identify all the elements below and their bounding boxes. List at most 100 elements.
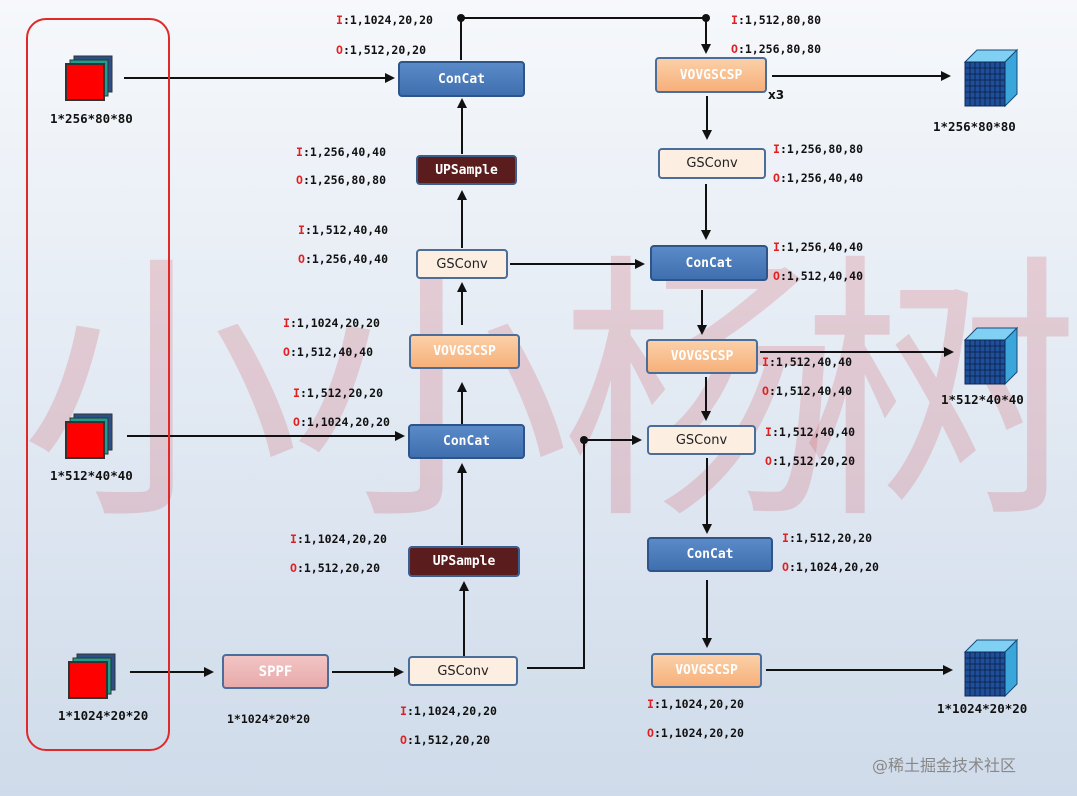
io-output-label: O:1,1024,20,20 (782, 560, 879, 574)
io-shape-value: 1,512,40,40 (775, 355, 853, 369)
io-shape-value: 1,512,40,40 (778, 425, 856, 439)
io-shape-value: 1,512,20,20 (795, 531, 873, 545)
backbone-input-frame (26, 18, 170, 751)
io-input-label: I:1,1024,20,20 (647, 697, 744, 711)
io-shape-value: 1,512,80,80 (744, 13, 822, 27)
io-shape-value: 1,256,80,80 (744, 42, 822, 56)
io-prefix-letter: I (773, 142, 780, 156)
io-input-label: I:1,512,20,20 (782, 531, 873, 545)
io-input-label: I:1,1024,20,20 (400, 704, 497, 718)
io-shape-value: 1,512,40,40 (786, 269, 864, 283)
vovgscsp-node-right-mid[interactable]: VOVGSCSP (646, 339, 758, 374)
io-output-label: O:1,512,20,20 (765, 454, 856, 468)
io-output-label: O:1,512,20,20 (290, 561, 381, 575)
io-prefix-letter: O (731, 42, 738, 56)
io-input-label: I:1,512,20,20 (293, 386, 384, 400)
io-shape-value: 1,512,40,40 (775, 384, 853, 398)
io-prefix-letter: O (293, 415, 300, 429)
io-prefix-letter: O (296, 173, 303, 187)
io-prefix-letter: I (400, 704, 407, 718)
output-tensor-cube-icon (963, 48, 1019, 108)
io-prefix-letter: O (336, 43, 343, 57)
io-shape-value: 1,1024,20,20 (296, 316, 380, 330)
concat-node-right-2[interactable]: ConCat (647, 537, 773, 572)
concat-node-right-1[interactable]: ConCat (650, 245, 768, 281)
io-prefix-letter: O (765, 454, 772, 468)
gsconv-node-bottom[interactable]: GSConv (408, 656, 518, 686)
io-shape-value: 1,1024,20,20 (660, 697, 744, 711)
feature-map-stack-icon (65, 413, 113, 459)
io-input-label: I:1,1024,20,20 (336, 13, 433, 27)
gsconv-node-right-mid[interactable]: GSConv (647, 425, 756, 455)
sppf-node[interactable]: SPPF (222, 654, 329, 689)
io-prefix-letter: O (290, 561, 297, 575)
io-shape-value: 1,256,80,80 (309, 173, 387, 187)
concat-node-mid[interactable]: ConCat (408, 424, 525, 459)
io-shape-value: 1,512,20,20 (303, 561, 381, 575)
io-shape-value: 1,256,40,40 (786, 240, 864, 254)
io-prefix-letter: O (298, 252, 305, 266)
io-output-label: O:1,512,40,40 (762, 384, 853, 398)
io-prefix-letter: I (765, 425, 772, 439)
output-dim-label: 1*1024*20*20 (937, 701, 1028, 716)
io-input-label: I:1,512,40,40 (298, 223, 389, 237)
sppf-dim-label: 1*1024*20*20 (227, 712, 311, 726)
io-output-label: O:1,512,20,20 (336, 43, 427, 57)
io-output-label: O:1,512,20,20 (400, 733, 491, 747)
io-output-label: O:1,256,40,40 (773, 171, 864, 185)
io-prefix-letter: O (647, 726, 654, 740)
io-shape-value: 1,1024,20,20 (795, 560, 879, 574)
io-prefix-letter: I (283, 316, 290, 330)
io-output-label: O:1,256,80,80 (296, 173, 387, 187)
vovgscsp-node-right-bottom[interactable]: VOVGSCSP (651, 653, 762, 688)
vovgscsp-node-left[interactable]: VOVGSCSP (409, 334, 520, 369)
output-dim-label: 1*256*80*80 (933, 119, 1016, 134)
io-prefix-letter: I (731, 13, 738, 27)
input-dim-label: 1*256*80*80 (50, 111, 133, 126)
feature-map-stack-icon (68, 653, 116, 699)
io-input-label: I:1,256,40,40 (296, 145, 387, 159)
io-shape-value: 1,256,40,40 (309, 145, 387, 159)
repeat-count-label: x3 (768, 88, 785, 102)
output-tensor-cube-icon (963, 326, 1019, 386)
upsample-node-top[interactable]: UPSample (416, 155, 517, 185)
io-output-label: O:1,1024,20,20 (647, 726, 744, 740)
io-input-label: I:1,256,40,40 (773, 240, 864, 254)
io-shape-value: 1,256,40,40 (311, 252, 389, 266)
concat-node-top[interactable]: ConCat (398, 61, 525, 97)
io-input-label: I:1,512,80,80 (731, 13, 822, 27)
io-input-label: I:1,1024,20,20 (290, 532, 387, 546)
io-output-label: O:1,512,40,40 (283, 345, 374, 359)
vovgscsp-node-top-right[interactable]: VOVGSCSP (655, 57, 767, 93)
io-input-label: I:1,256,80,80 (773, 142, 864, 156)
io-shape-value: 1,512,20,20 (349, 43, 427, 57)
io-prefix-letter: O (762, 384, 769, 398)
io-input-label: I:1,512,40,40 (765, 425, 856, 439)
io-output-label: O:1,256,80,80 (731, 42, 822, 56)
io-prefix-letter: I (782, 531, 789, 545)
io-shape-value: 1,1024,20,20 (413, 704, 497, 718)
input-dim-label: 1*1024*20*20 (58, 708, 149, 723)
feature-map-stack-icon (65, 55, 113, 101)
input-dim-label: 1*512*40*40 (50, 468, 133, 483)
upsample-node-bottom[interactable]: UPSample (408, 546, 520, 577)
io-prefix-letter: I (336, 13, 343, 27)
io-prefix-letter: I (296, 145, 303, 159)
io-shape-value: 1,512,20,20 (778, 454, 856, 468)
io-output-label: O:1,256,40,40 (298, 252, 389, 266)
gsconv-node-right-top[interactable]: GSConv (658, 148, 766, 179)
gsconv-node-mid[interactable]: GSConv (416, 249, 508, 279)
io-shape-value: 1,1024,20,20 (306, 415, 390, 429)
io-prefix-letter: O (782, 560, 789, 574)
io-prefix-letter: O (773, 171, 780, 185)
io-input-label: I:1,512,40,40 (762, 355, 853, 369)
source-credit: @稀土掘金技术社区 (872, 756, 1017, 775)
io-output-label: O:1,1024,20,20 (293, 415, 390, 429)
io-prefix-letter: I (290, 532, 297, 546)
io-prefix-letter: O (400, 733, 407, 747)
io-prefix-letter: I (298, 223, 305, 237)
io-shape-value: 1,512,20,20 (413, 733, 491, 747)
io-shape-value: 1,512,20,20 (306, 386, 384, 400)
